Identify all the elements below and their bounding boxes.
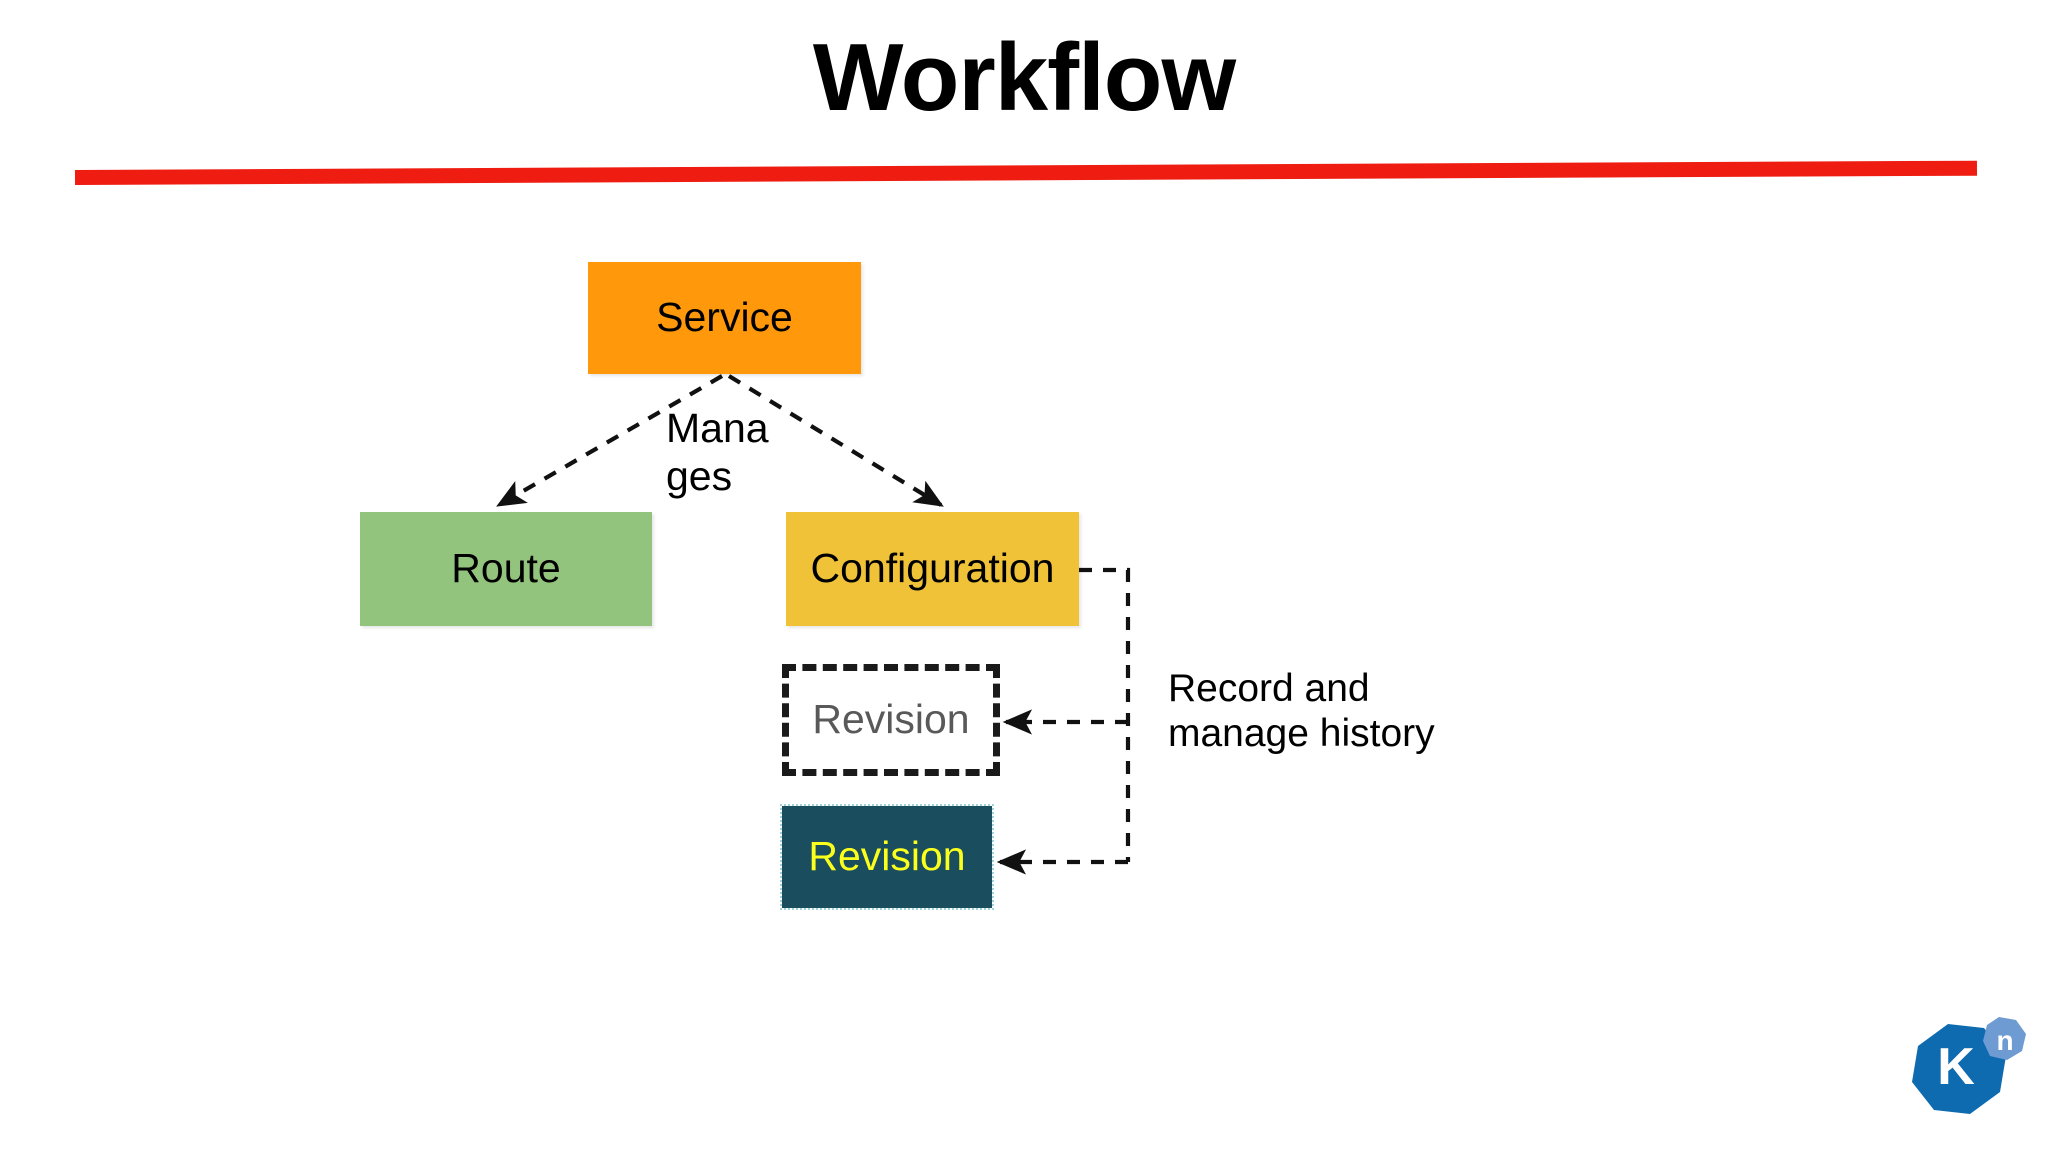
edge-label-line-2: manage history — [1168, 712, 1435, 756]
edge-label-record-and-manage-history: Record and manage history — [1168, 666, 1498, 756]
diagram-node-route[interactable]: Route — [360, 512, 652, 626]
title-underline-rule — [74, 160, 1978, 185]
edge-label-line-1: Record and — [1168, 667, 1370, 710]
edge-configuration-to-bus — [1079, 567, 1131, 862]
edge-label-manages: Manages — [666, 405, 769, 499]
diagram-node-revision-placeholder[interactable]: Revision — [782, 664, 1000, 776]
logo-letter-n: n — [1996, 1025, 2013, 1056]
logo-primary-heptagon — [1912, 1024, 2006, 1114]
knative-logo: K n — [1912, 1017, 2026, 1114]
diagram-node-configuration[interactable]: Configuration — [786, 512, 1079, 626]
diagram-node-revision-active[interactable]: Revision — [780, 804, 994, 910]
logo-letter-k: K — [1937, 1038, 1975, 1096]
page-title: Workflow — [812, 24, 1236, 131]
diagram-node-service[interactable]: Service — [588, 262, 861, 374]
logo-secondary-heptagon — [1983, 1017, 2026, 1060]
